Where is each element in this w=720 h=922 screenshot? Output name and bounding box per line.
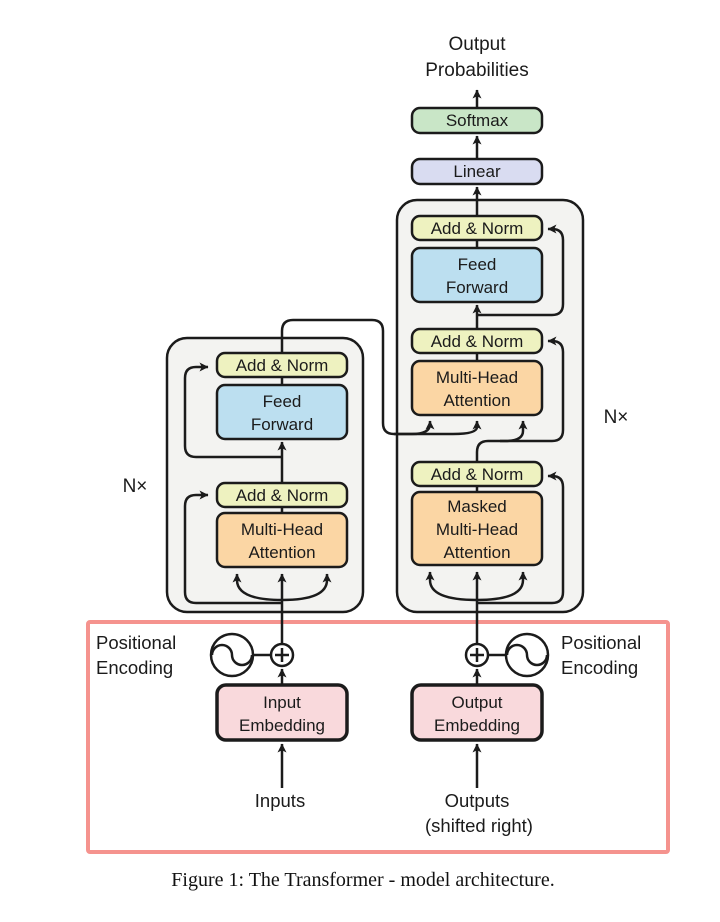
multi-head-attention-box-decoder bbox=[410, 359, 544, 417]
multi-head-attention-label-decoder-line1: Multi-Head bbox=[436, 368, 518, 387]
n-times-label-encoder: N× bbox=[123, 476, 148, 497]
feed-forward-label-decoder-line2: Forward bbox=[446, 278, 508, 297]
input-embedding-box bbox=[215, 683, 349, 742]
sine-wave-glyph-right bbox=[505, 643, 549, 667]
arrow-query-into-decoder-mha bbox=[500, 420, 528, 443]
add-norm-box-decoder-top bbox=[410, 214, 544, 242]
positional-encoding-label-left-line2: Encoding bbox=[96, 657, 173, 678]
add-norm-box-encoder-top bbox=[215, 351, 349, 379]
arrow-key-into-decoder-mha bbox=[394, 420, 435, 436]
masked-multi-head-attention-box bbox=[410, 490, 544, 567]
arrow-left-into-masked-mha bbox=[425, 571, 478, 602]
inputs-label: Inputs bbox=[255, 790, 305, 811]
plus-icon-right bbox=[470, 648, 484, 662]
sine-wave-glyph-left bbox=[210, 643, 254, 667]
encoder-block bbox=[165, 336, 365, 614]
softmax-box bbox=[410, 106, 544, 135]
residual-decoder-ff bbox=[477, 224, 565, 317]
arrow-right-into-encoder-mha bbox=[281, 573, 332, 602]
positional-encoding-label-left-line1: Positional bbox=[96, 632, 176, 653]
figure-caption: Figure 1: The Transformer - model archit… bbox=[171, 869, 554, 891]
add-norm-label-encoder-top: Add & Norm bbox=[236, 356, 329, 375]
residual-decoder-encdec-attention bbox=[475, 336, 565, 462]
add-norm-label-decoder-middle: Add & Norm bbox=[431, 332, 524, 351]
output-probabilities-label-line2: Probabilities bbox=[425, 60, 529, 81]
output-embedding-label-line2: Embedding bbox=[434, 716, 520, 735]
feed-forward-label-decoder-line1: Feed bbox=[458, 255, 497, 274]
add-norm-label-decoder-top: Add & Norm bbox=[431, 219, 524, 238]
outputs-label-line2: (shifted right) bbox=[425, 815, 533, 836]
feed-forward-label-encoder-line2: Forward bbox=[251, 415, 313, 434]
input-embedding-label-line1: Input bbox=[263, 693, 301, 712]
multi-head-attention-label-decoder-line2: Attention bbox=[443, 391, 510, 410]
embedding-highlight-border bbox=[86, 620, 670, 854]
residual-encoder-attention bbox=[183, 490, 282, 605]
multi-head-attention-box-encoder bbox=[215, 511, 349, 569]
feed-forward-box-encoder bbox=[215, 383, 349, 441]
multi-head-attention-label-encoder-line2: Attention bbox=[248, 543, 315, 562]
linear-box bbox=[410, 157, 544, 186]
wire-encoder-to-decoder bbox=[280, 318, 482, 436]
add-norm-box-decoder-middle bbox=[410, 327, 544, 355]
outputs-label-line1: Outputs bbox=[445, 790, 510, 811]
input-embedding-label-line2: Embedding bbox=[239, 716, 325, 735]
residual-decoder-masked-attention bbox=[477, 471, 565, 605]
masked-mha-label-line1: Masked bbox=[447, 497, 507, 516]
multi-head-attention-label-encoder-line1: Multi-Head bbox=[241, 520, 323, 539]
arrow-right-into-masked-mha bbox=[476, 571, 528, 602]
softmax-label: Softmax bbox=[446, 111, 509, 130]
output-probabilities-label-line1: Output bbox=[448, 34, 506, 55]
arrow-left-into-encoder-mha bbox=[232, 573, 283, 602]
linear-label: Linear bbox=[453, 162, 501, 181]
residual-encoder-ff bbox=[183, 362, 282, 459]
output-embedding-box bbox=[410, 683, 544, 742]
feed-forward-label-encoder-line1: Feed bbox=[263, 392, 302, 411]
masked-mha-label-line3: Attention bbox=[443, 543, 510, 562]
masked-mha-label-line2: Multi-Head bbox=[436, 520, 518, 539]
plus-icon-left bbox=[275, 648, 289, 662]
add-norm-box-encoder-bottom bbox=[215, 481, 349, 509]
add-norm-label-decoder-bottom: Add & Norm bbox=[431, 465, 524, 484]
output-embedding-label-line1: Output bbox=[451, 693, 502, 712]
add-norm-box-decoder-bottom bbox=[410, 460, 544, 488]
positional-encoding-label-right-line1: Positional bbox=[561, 632, 641, 653]
n-times-label-decoder: N× bbox=[604, 407, 629, 428]
feed-forward-box-decoder bbox=[410, 246, 544, 304]
add-norm-label-encoder-bottom: Add & Norm bbox=[236, 486, 329, 505]
positional-encoding-label-right-line2: Encoding bbox=[561, 657, 638, 678]
